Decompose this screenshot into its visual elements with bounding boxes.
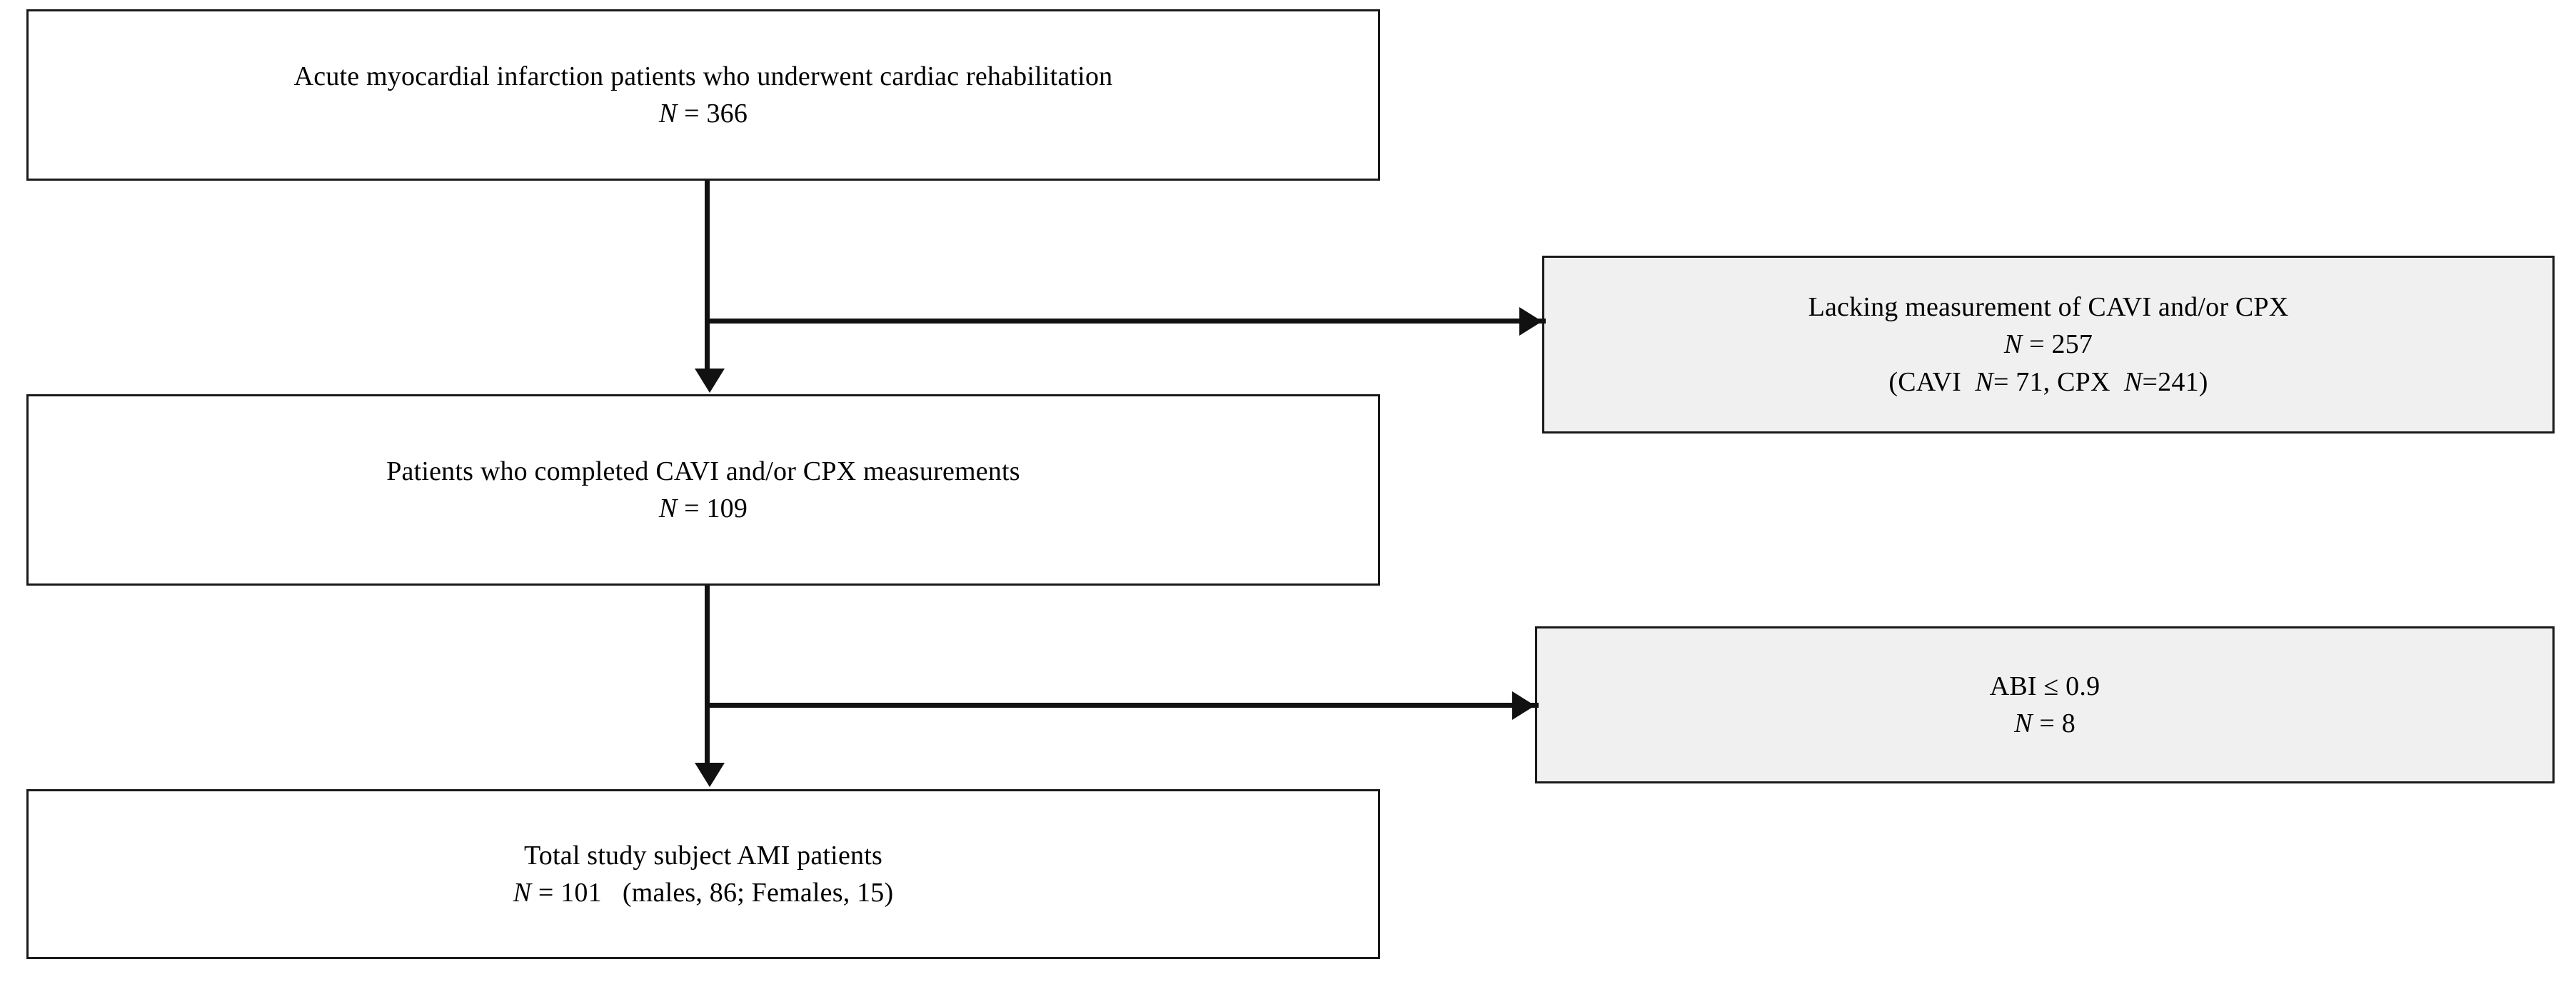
arrowhead-right-to-excluded-abi xyxy=(1512,691,1535,720)
node-excluded-measurement-title: Lacking measurement of CAVI and/or CPX xyxy=(1808,291,2289,322)
node-excluded-measurement-count: N = 257 xyxy=(2004,326,2093,363)
n-symbol: N xyxy=(2014,708,2033,738)
node-completed-count: N = 109 xyxy=(659,490,748,527)
node-completed-measurements: Patients who completed CAVI and/or CPX m… xyxy=(26,394,1380,586)
node-enrolled-patients: Acute myocardial infarction patients who… xyxy=(26,9,1380,181)
n-value: = 109 xyxy=(684,493,748,523)
node-enrolled-count: N = 366 xyxy=(659,95,748,132)
n-symbol-cavi: N xyxy=(1975,366,1993,397)
node-excluded-abi-count: N = 8 xyxy=(2014,705,2076,742)
n-symbol: N xyxy=(658,493,678,523)
connector-completed-to-total xyxy=(705,586,710,764)
n-value-cavi: = 71, CPX xyxy=(1993,366,2124,397)
connector-completed-to-excluded-abi xyxy=(705,703,1539,708)
node-total-title: Total study subject AMI patients xyxy=(524,840,882,871)
node-excluded-abi: ABI ≤ 0.9 N = 8 xyxy=(1535,626,2555,783)
breakdown-open: (CAVI xyxy=(1888,366,1976,397)
n-symbol: N xyxy=(658,99,678,129)
node-completed-title: Patients who completed CAVI and/or CPX m… xyxy=(386,456,1020,486)
n-symbol-cpx: N xyxy=(2124,366,2143,397)
n-value: = 8 xyxy=(2039,708,2076,738)
node-total-study-subjects: Total study subject AMI patients N = 101… xyxy=(26,789,1380,959)
connector-enrolled-to-excluded-measurement xyxy=(705,319,1546,324)
connector-enrolled-to-completed xyxy=(705,181,710,370)
arrowhead-down-to-total xyxy=(695,763,725,787)
n-value: = 101 (males, 86; Females, 15) xyxy=(538,878,894,908)
n-value: = 366 xyxy=(684,99,748,129)
node-excluded-abi-criterion: ABI ≤ 0.9 xyxy=(1989,671,2100,701)
node-excluded-lacking-measurement: Lacking measurement of CAVI and/or CPX N… xyxy=(1542,256,2555,434)
arrowhead-right-to-excluded-measurement xyxy=(1519,307,1542,336)
n-symbol: N xyxy=(2003,329,2023,360)
node-total-count: N = 101 (males, 86; Females, 15) xyxy=(513,874,894,911)
node-excluded-measurement-breakdown: (CAVI N= 71, CPX N=241) xyxy=(1888,364,2208,401)
node-enrolled-title: Acute myocardial infarction patients who… xyxy=(293,61,1113,91)
n-value-cpx: =241) xyxy=(2142,366,2208,397)
n-value: = 257 xyxy=(2029,329,2093,360)
arrowhead-down-to-completed xyxy=(695,369,725,393)
n-symbol: N xyxy=(513,878,532,908)
